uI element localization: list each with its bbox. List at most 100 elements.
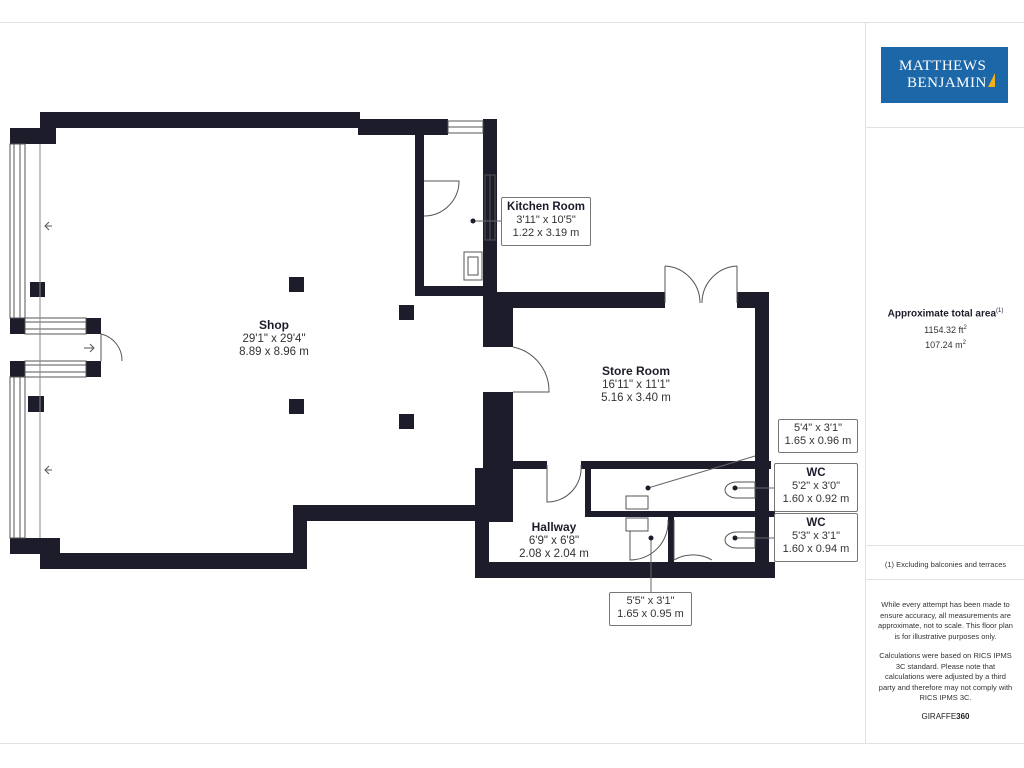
wall bbox=[40, 112, 56, 144]
callout-cubicle-lower: 5'5" x 3'1" 1.65 x 0.95 m bbox=[609, 592, 692, 626]
doors bbox=[100, 180, 738, 561]
wall bbox=[581, 461, 771, 469]
room-dim-imperial: 3'11" x 10'5" bbox=[516, 214, 576, 226]
footnote-marker: (1) bbox=[996, 308, 1004, 314]
room-name: Store Room bbox=[601, 364, 670, 378]
wall bbox=[10, 361, 25, 377]
column bbox=[399, 414, 414, 429]
divider bbox=[866, 545, 1024, 546]
column bbox=[289, 277, 304, 292]
room-name: Kitchen Room bbox=[507, 201, 585, 213]
room-label-shop: Shop 29'1" x 29'4" 8.89 x 8.96 m bbox=[224, 318, 324, 359]
toilet bbox=[625, 517, 649, 532]
window bbox=[9, 376, 26, 539]
wall bbox=[668, 516, 674, 566]
room-name: WC bbox=[806, 517, 826, 529]
toilet bbox=[724, 531, 756, 549]
wall bbox=[293, 505, 485, 521]
callout-dot bbox=[648, 535, 654, 541]
room-dim-metric: 1.65 x 0.95 m bbox=[617, 608, 684, 620]
callout-wc-2: WC 5'3" x 3'1" 1.60 x 0.94 m bbox=[774, 513, 858, 562]
door-swing bbox=[664, 265, 701, 304]
wall bbox=[483, 292, 665, 308]
total-area-title: Approximate total area(1) bbox=[866, 308, 1024, 319]
wall bbox=[40, 553, 305, 569]
logo-line-1: MATTHEWS bbox=[899, 58, 987, 74]
page-frame bbox=[0, 22, 1024, 744]
column bbox=[289, 399, 304, 414]
callout-dot bbox=[470, 218, 476, 224]
wall bbox=[585, 468, 591, 516]
door-swing bbox=[546, 464, 582, 503]
divider bbox=[866, 579, 1024, 580]
room-dim-imperial: 29'1" x 29'4" bbox=[242, 333, 306, 345]
window bbox=[9, 143, 26, 319]
wall bbox=[358, 119, 448, 135]
logo-line-2: BENJAMIN bbox=[907, 75, 987, 91]
column bbox=[28, 396, 44, 412]
wall bbox=[475, 468, 489, 578]
door-swing bbox=[701, 265, 738, 304]
room-label-hallway: Hallway 6'9" x 6'8" 2.08 x 2.04 m bbox=[511, 520, 597, 561]
door-swing bbox=[512, 346, 550, 393]
room-dim-metric: 2.08 x 2.04 m bbox=[519, 548, 589, 560]
wall bbox=[475, 562, 775, 578]
info-sidebar: MATTHEWS BENJAMIN Approximate total area… bbox=[865, 22, 1024, 744]
callout-dot bbox=[645, 485, 651, 491]
logo-mark-icon bbox=[988, 73, 995, 87]
callout-kitchen: Kitchen Room 3'11" x 10'5" 1.22 x 3.19 m bbox=[501, 197, 591, 246]
callout-cubicle-upper: 5'4" x 3'1" 1.65 x 0.96 m bbox=[778, 419, 858, 453]
floor-plan bbox=[9, 112, 775, 592]
window bbox=[24, 317, 87, 335]
room-dim-imperial: 5'4" x 3'1" bbox=[793, 422, 843, 434]
room-name: Hallway bbox=[531, 520, 577, 534]
room-dim-metric: 8.89 x 8.96 m bbox=[239, 346, 309, 358]
wall bbox=[293, 505, 307, 569]
room-name: WC bbox=[806, 467, 826, 479]
walls bbox=[10, 112, 775, 578]
toilet bbox=[724, 481, 756, 499]
unit-power: 2 bbox=[962, 340, 966, 346]
column bbox=[30, 282, 45, 297]
wall bbox=[415, 286, 495, 296]
divider bbox=[866, 127, 1024, 128]
room-dim-metric: 1.22 x 3.19 m bbox=[512, 227, 580, 239]
wall bbox=[10, 318, 25, 334]
wall bbox=[755, 457, 769, 578]
room-name: Shop bbox=[259, 318, 289, 332]
area-footnote: (1) Excluding balconies and terraces bbox=[884, 560, 1007, 569]
disclaimer-rics: Calculations were based on RICS IPMS 3C … bbox=[878, 651, 1013, 702]
brand-logo: MATTHEWS BENJAMIN bbox=[881, 47, 1008, 103]
credit-name: GIRAFFE bbox=[921, 712, 957, 721]
room-dim-imperial: 16'11" x 11'1" bbox=[602, 379, 670, 391]
giraffe360-credit: GIRAFFE360 bbox=[866, 712, 1024, 721]
door-swing bbox=[673, 520, 713, 561]
wall bbox=[415, 128, 424, 296]
door-swing bbox=[629, 519, 669, 561]
wall bbox=[755, 292, 769, 457]
total-area-sqft: 1154.32 ft2 bbox=[866, 325, 1024, 335]
unit-power: 2 bbox=[963, 325, 967, 331]
room-dim-metric: 5.16 x 3.40 m bbox=[601, 392, 671, 404]
toilet bbox=[625, 495, 649, 510]
wall bbox=[585, 511, 775, 517]
door-swing bbox=[100, 333, 123, 362]
room-dim-imperial: 5'2" x 3'0" bbox=[791, 480, 841, 492]
room-dim-metric: 1.60 x 0.92 m bbox=[782, 493, 850, 505]
credit-number: 360 bbox=[956, 712, 970, 721]
area-sqft-value: 1154.32 ft bbox=[924, 325, 964, 335]
room-dim-imperial: 5'5" x 3'1" bbox=[626, 595, 675, 607]
callout-wc-1: WC 5'2" x 3'0" 1.60 x 0.92 m bbox=[774, 463, 858, 512]
room-label-store: Store Room 16'11" x 11'1" 5.16 x 3.40 m bbox=[586, 364, 686, 405]
wall bbox=[86, 361, 101, 377]
disclaimer-accuracy: While every attempt has been made to ens… bbox=[878, 600, 1013, 641]
area-sqm-value: 107.24 m bbox=[925, 340, 963, 350]
total-area-sqm: 107.24 m2 bbox=[866, 340, 1024, 350]
room-dim-imperial: 6'9" x 6'8" bbox=[528, 535, 580, 547]
wall bbox=[489, 461, 547, 469]
room-dim-imperial: 5'3" x 3'1" bbox=[791, 530, 841, 542]
wall bbox=[40, 112, 360, 128]
room-dim-metric: 1.65 x 0.96 m bbox=[784, 435, 852, 447]
window bbox=[24, 360, 87, 378]
wall bbox=[86, 318, 101, 334]
